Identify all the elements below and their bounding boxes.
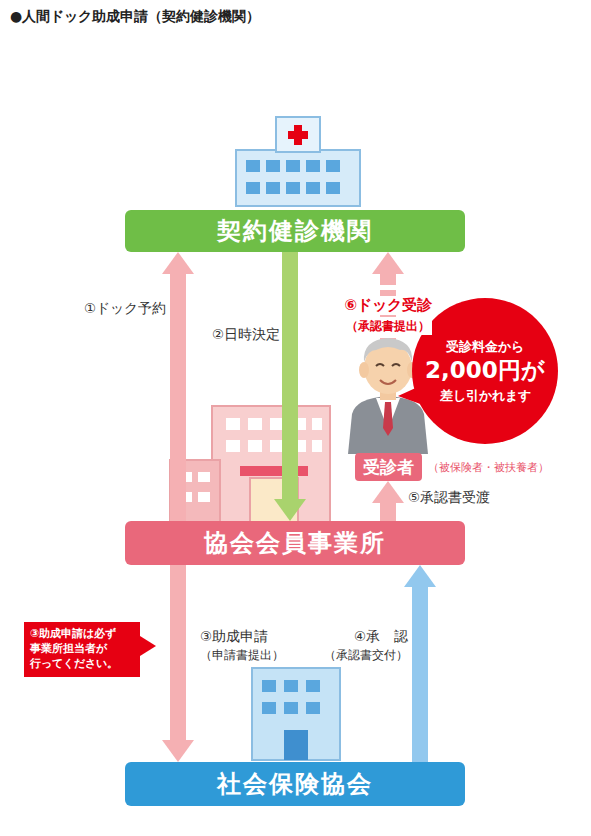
flow-step-label: ④承 認 xyxy=(352,628,410,646)
block-arrow xyxy=(372,481,404,521)
recipient-label: 受診者 xyxy=(363,456,414,479)
arrow-dash xyxy=(380,274,396,285)
block-arrow xyxy=(162,565,194,762)
sub-label: （申請書提出） xyxy=(198,647,286,664)
callout-text: 受診料金から xyxy=(446,338,524,356)
arrow-head xyxy=(274,499,306,521)
arrow-shaft xyxy=(170,565,186,740)
block-arrow xyxy=(274,252,306,521)
callout-text: 2,000円が xyxy=(425,355,545,386)
flow-step-label: ②日時決定 xyxy=(210,326,282,344)
recipient-box: 受診者（被保険者・被扶養者） xyxy=(355,453,422,481)
flow-step-label: ⑥ドック受診 xyxy=(342,296,434,315)
flow-step-label: ①ドック予約 xyxy=(82,300,168,318)
flow-step-label: ③助成申請 xyxy=(198,628,270,646)
block-arrow xyxy=(162,252,194,521)
organization-band: 協会会員事業所 xyxy=(125,521,465,565)
warning-note: ③助成申請は必ず 事業所担当者が 行ってください。 xyxy=(24,622,140,677)
arrow-head xyxy=(162,252,194,274)
callout-circle: 受診料金から2,000円が差し引かれます xyxy=(412,298,558,444)
arrow-head xyxy=(372,481,404,503)
flow-step-label: ⑤承認書受渡 xyxy=(406,489,492,507)
callout-disc xyxy=(412,298,558,444)
arrow-shaft xyxy=(380,503,396,521)
arrow-head xyxy=(372,252,404,274)
callout-text: 差し引かれます xyxy=(440,387,531,405)
band-label: 契約健診機関 xyxy=(217,215,373,247)
association-building xyxy=(252,668,340,760)
arrow-shaft xyxy=(282,252,298,499)
organization-band: 契約健診機関 xyxy=(125,210,465,252)
band-label: 協会会員事業所 xyxy=(204,527,386,559)
note-pointer xyxy=(140,636,156,656)
arrow-head xyxy=(162,740,194,762)
note-text: ③助成申請は必ず 事業所担当者が 行ってください。 xyxy=(30,627,134,672)
arrow-shaft xyxy=(412,587,428,762)
band-label: 社会保険協会 xyxy=(217,768,373,800)
hospital-icon xyxy=(236,117,360,206)
arrow-head xyxy=(404,565,436,587)
arrow-shaft xyxy=(170,274,186,521)
office-building xyxy=(170,406,330,522)
note-pointer-shape xyxy=(140,636,156,656)
diagram-title: ●人間ドック助成申請（契約健診機関） xyxy=(10,8,260,26)
recipient-note: （被保険者・被扶養者） xyxy=(428,460,549,475)
sub-label: （承認書交付） xyxy=(322,647,410,664)
sub-label: （承認書提出） xyxy=(344,318,432,335)
organization-band: 社会保険協会 xyxy=(125,762,465,806)
